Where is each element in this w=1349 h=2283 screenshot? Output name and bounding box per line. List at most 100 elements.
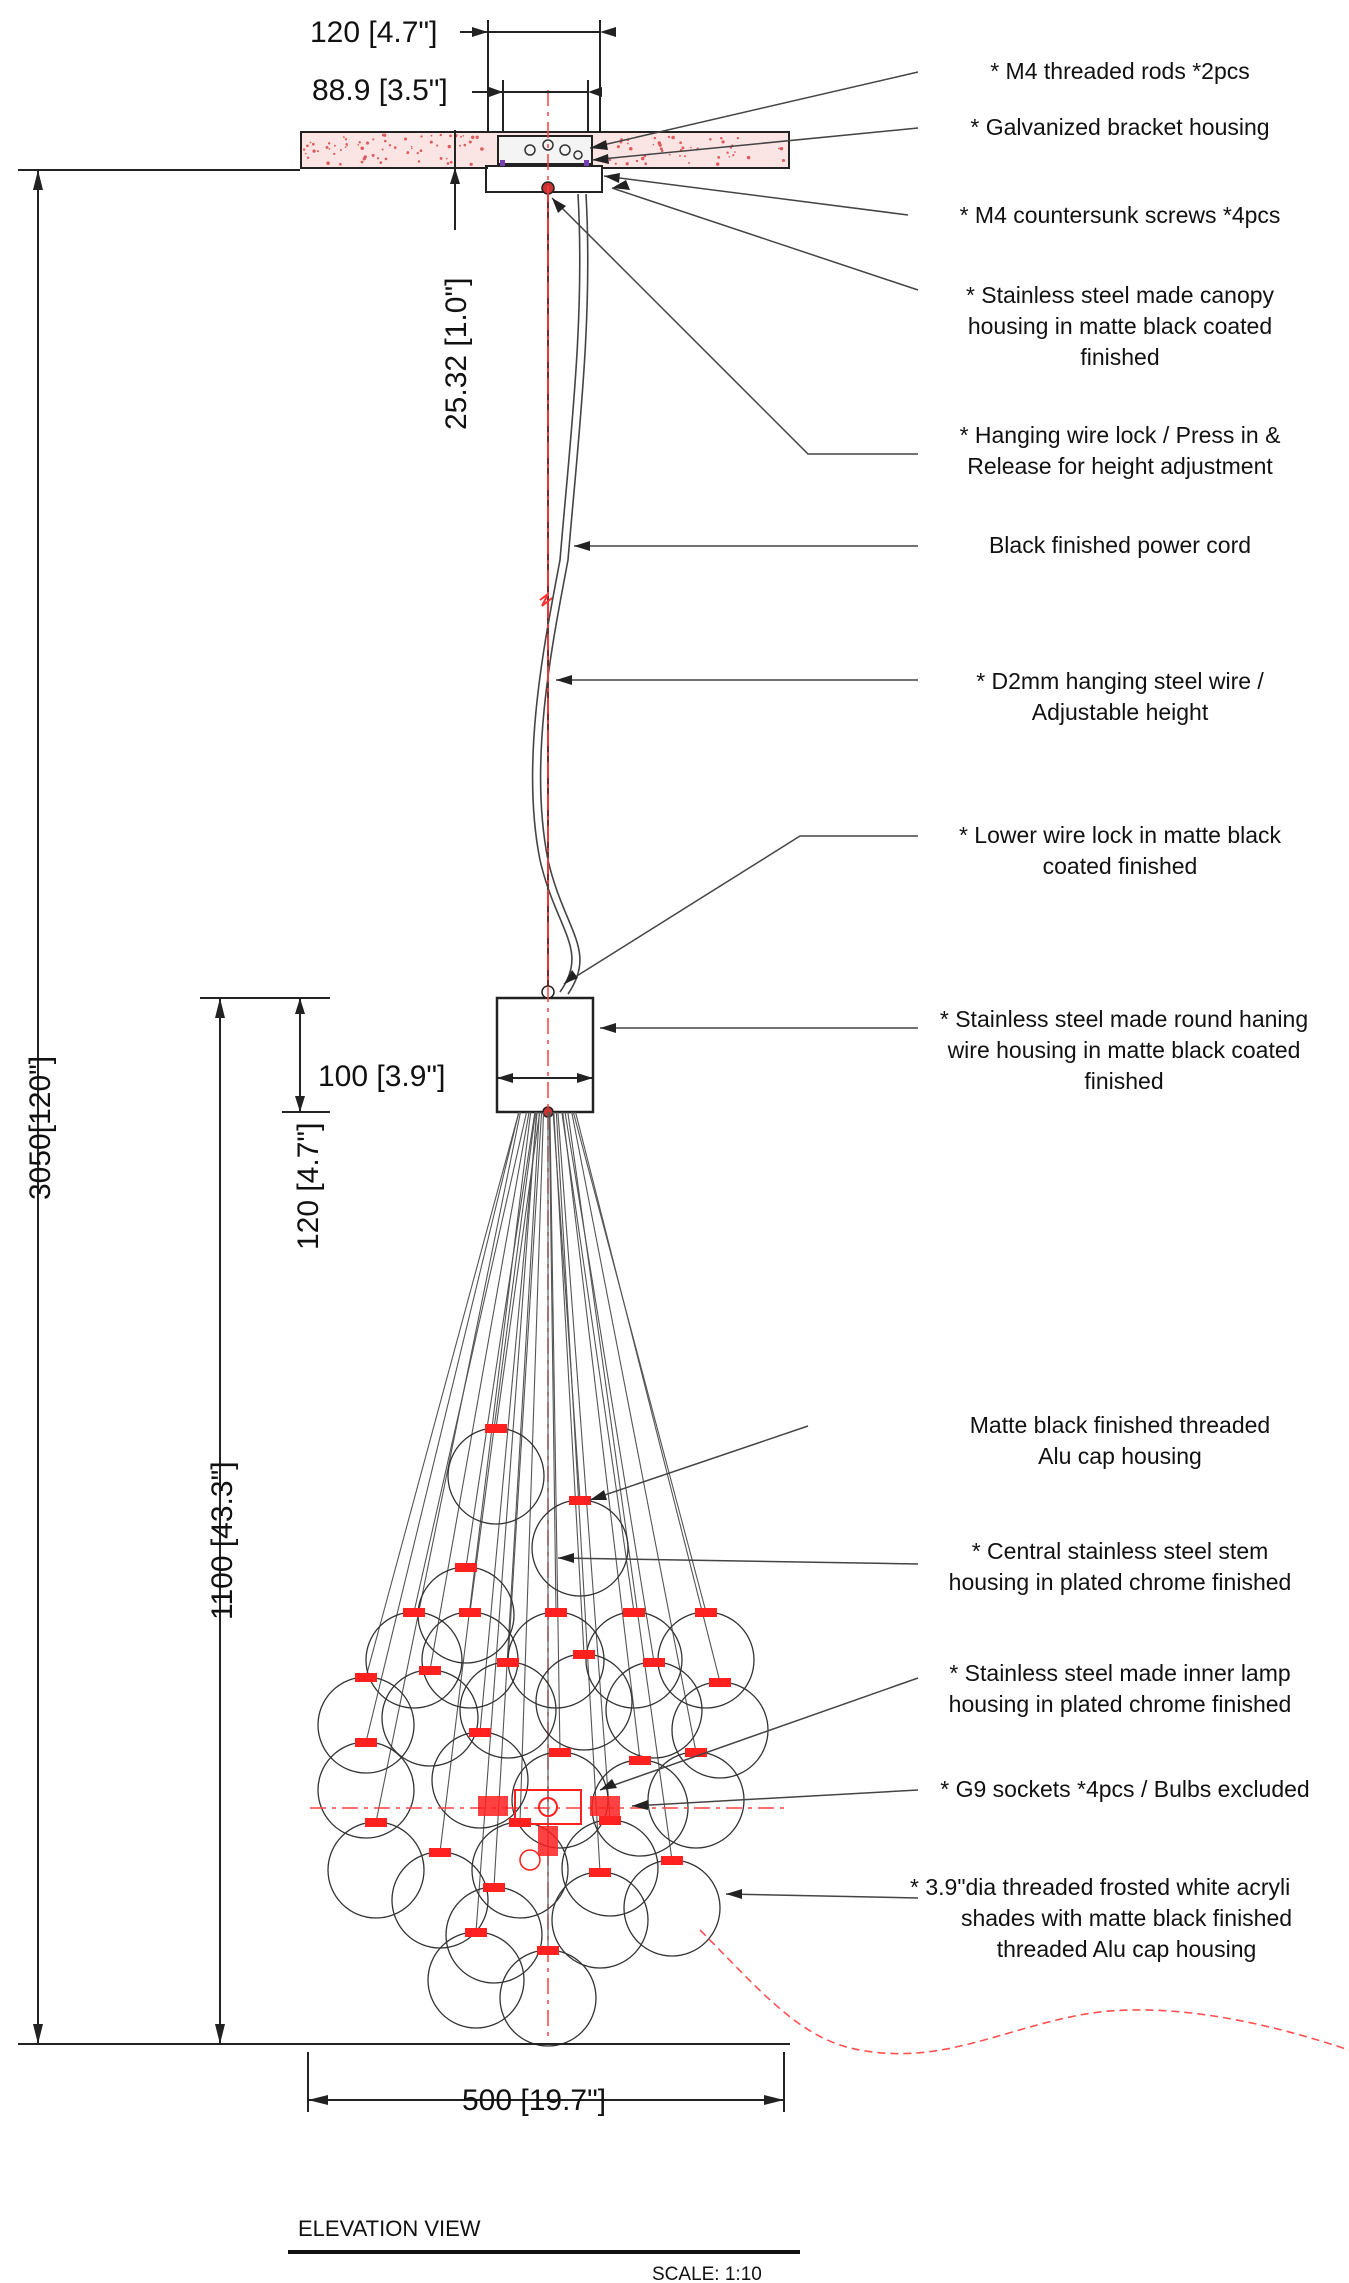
- alu-cap: [537, 1946, 559, 1955]
- slab-stipple-dot: [640, 156, 645, 161]
- pendant-wire: [439, 1111, 532, 1853]
- annotation-line: Release for height adjustment: [967, 453, 1273, 479]
- slab-stipple-dot: [460, 135, 462, 138]
- slab-stipple-dot: [333, 144, 336, 147]
- pendant-wire: [567, 1111, 673, 1861]
- alu-cap: [709, 1678, 731, 1687]
- slab-stipple-dot: [616, 145, 620, 149]
- acrylic-globe: [381, 1669, 479, 1767]
- leader-arrows: [552, 140, 742, 1899]
- slab-stipple-dot: [608, 158, 612, 162]
- slab-stipple-dot: [429, 140, 433, 144]
- inner-lamp-housing: [310, 1789, 790, 1871]
- slab-stipple-dot: [344, 146, 347, 148]
- annotation-steel-wire: * D2mm hanging steel wire / Adjustable h…: [900, 666, 1340, 728]
- slab-stipple-dot: [681, 146, 685, 150]
- annotation-line: housing in plated chrome finished: [948, 1569, 1292, 1595]
- pendant-wire: [555, 1111, 601, 1873]
- pendant-wire: [465, 1111, 536, 1568]
- slab-stipple-dot: [384, 157, 388, 161]
- pendant-wire: [365, 1111, 520, 1743]
- annotation-line: * Lower wire lock in matte black: [958, 822, 1282, 848]
- slab-stipple-dot: [658, 143, 662, 147]
- slab-stipple-dot: [728, 155, 731, 158]
- pendant-wire: [561, 1111, 635, 1613]
- slab-stipple-dot: [449, 160, 453, 164]
- slab-stipple-dot: [358, 141, 361, 144]
- slab-stipple-dot: [726, 151, 729, 154]
- alu-cap: [623, 1608, 645, 1617]
- slab-stipple-dot: [388, 144, 392, 147]
- slab-stipple-dot: [371, 153, 375, 157]
- alu-cap: [695, 1608, 717, 1617]
- slab-stipple-dot: [379, 161, 383, 164]
- annotation-line: Matte black finished threaded: [969, 1412, 1271, 1438]
- slab-stipple-dot: [417, 160, 421, 163]
- slab-stipple-dot: [671, 135, 675, 140]
- slab-stipple-dot: [325, 145, 329, 149]
- leader-lines: [551, 71, 919, 1899]
- dim-housing-height: 120 [4.7"]: [292, 1123, 325, 1250]
- alu-cap: [509, 1818, 531, 1827]
- slab-stipple-dot: [447, 144, 451, 149]
- slab-stipple-dot: [306, 156, 310, 159]
- slab-stipple-dot: [721, 140, 725, 144]
- acrylic-globe: [671, 1681, 769, 1779]
- globe-cluster: [317, 1424, 769, 2047]
- annotation-line: * Stainless steel made canopy: [965, 282, 1275, 308]
- annotation-line: coated finished: [1042, 853, 1198, 879]
- slab-stipple-dot: [659, 147, 662, 150]
- slab-stipple-dot: [629, 147, 633, 151]
- slab-stipple-dot: [436, 144, 439, 147]
- slab-stipple-dot: [365, 141, 370, 145]
- slab-stipple-dot: [360, 146, 364, 151]
- slab-stipple-dot: [376, 157, 380, 160]
- slab-stipple-dot: [470, 135, 475, 140]
- alu-cap: [483, 1883, 505, 1892]
- acrylic-globe: [507, 1611, 605, 1709]
- acrylic-globe: [585, 1611, 683, 1709]
- acrylic-globe: [447, 1427, 545, 1525]
- dim-overall-height: 3050[120"]: [24, 1056, 57, 1200]
- slab-stipple-dot: [381, 148, 384, 151]
- annotation-line: * G9 sockets *4pcs / Bulbs excluded: [940, 1776, 1310, 1802]
- slab-stipple-dot: [449, 134, 452, 138]
- acrylic-globe: [623, 1859, 721, 1957]
- annotation-line: Black finished power cord: [988, 532, 1252, 558]
- slab-stipple-dot: [333, 152, 336, 156]
- slab-stipple-dot: [683, 155, 686, 158]
- slab-stipple-dot: [781, 158, 786, 163]
- annotation-bracket-housing: * Galvanized bracket housing: [910, 112, 1330, 143]
- annotation-line: * Central stainless steel stem: [971, 1538, 1269, 1564]
- slab-stipple-dot: [778, 147, 781, 150]
- dim-housing-width: 100 [3.9"]: [318, 1060, 445, 1093]
- annotation-round-housing: * Stainless steel made round haning wire…: [904, 1004, 1344, 1097]
- annotation-line: wire housing in matte black coated: [947, 1037, 1301, 1063]
- slab-stipple-dot: [462, 135, 465, 137]
- annotation-line: * M4 countersunk screws *4pcs: [959, 202, 1281, 228]
- annotation-line: finished: [1084, 1068, 1164, 1094]
- alu-cap: [599, 1816, 621, 1825]
- slab-stipple-dot: [420, 135, 423, 138]
- annotation-alu-cap: Matte black finished threaded Alu cap ho…: [900, 1410, 1340, 1472]
- pendant-wire: [549, 1111, 561, 1753]
- slab-stipple-dot: [715, 162, 720, 166]
- annotation-line: * Stainless steel made inner lamp: [949, 1660, 1291, 1686]
- alu-cap: [455, 1563, 477, 1572]
- slab-stipple-dot: [644, 162, 648, 166]
- slab-stipple-dot: [717, 156, 721, 159]
- slab-stipple-dot: [411, 147, 413, 150]
- power-cord: [531, 193, 589, 995]
- alu-cap: [485, 1424, 507, 1433]
- slab-stipple-dot: [328, 148, 331, 150]
- slab-stipple-dot: [732, 154, 735, 157]
- annotation-g9-sockets: * G9 sockets *4pcs / Bulbs excluded: [905, 1774, 1345, 1805]
- slab-stipple-dot: [480, 147, 484, 151]
- slab-stipple-dot: [372, 138, 375, 141]
- alu-cap: [429, 1848, 451, 1857]
- pendant-wire: [553, 1111, 585, 1655]
- annotation-line: * Stainless steel made round haning: [939, 1006, 1309, 1032]
- pendant-wire: [557, 1111, 611, 1821]
- slab-stipple-dot: [468, 140, 472, 144]
